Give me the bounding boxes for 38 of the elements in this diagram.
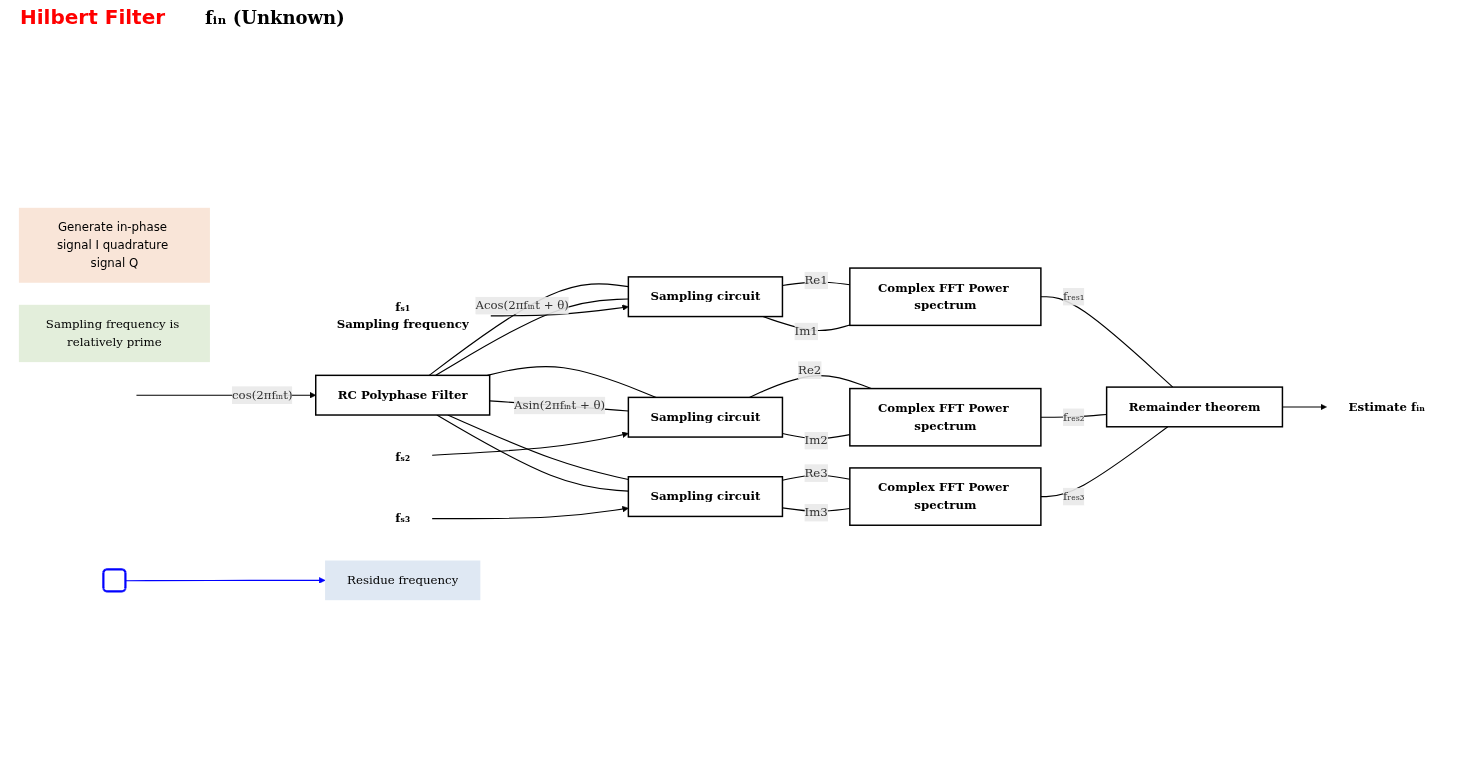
- connector: [1040, 296, 1174, 388]
- edge-label: Re2: [798, 362, 822, 377]
- node-box: Sampling circuit: [627, 276, 784, 318]
- node-box: Sampling circuit: [627, 476, 784, 518]
- edge-label: Im3: [804, 505, 828, 520]
- node-box: Sampling circuit: [627, 396, 784, 438]
- connector: [748, 375, 872, 398]
- node-box: Residue frequency: [325, 560, 481, 601]
- edge-label: cos(2πfᵢₙt): [231, 387, 293, 402]
- filter-title: Hilbert Filter: [20, 5, 166, 29]
- edge-label: Asin(2πfᵢₙt + θ): [513, 398, 606, 413]
- edge-label: Re1: [804, 273, 828, 288]
- edge-label: fᵣₑₛ₁: [1062, 289, 1085, 304]
- arrow: [125, 577, 326, 584]
- edge-label: fᵣₑₛ₂: [1062, 409, 1085, 424]
- note-text: fᵢₙ (Unknown): [205, 6, 345, 28]
- node-box: RC Polyphase Filter: [315, 374, 491, 416]
- arrow: [431, 505, 629, 520]
- edge-label: Acos(2πfᵢₙt + θ): [475, 298, 569, 313]
- connector: [486, 366, 657, 398]
- node-label: Sampling frequency: [336, 317, 469, 332]
- node-box: Complex FFT Power spectrum: [849, 267, 1042, 327]
- node-box: Complex FFT Power spectrum: [849, 467, 1042, 526]
- node-box: Complex FFT Power spectrum: [849, 387, 1042, 447]
- edge-label: Im1: [794, 324, 818, 339]
- node-box: Remainder theorem: [1105, 386, 1284, 428]
- edge-label: fᵣₑₛ₃: [1062, 489, 1085, 504]
- edge-label: Im2: [804, 433, 828, 448]
- node-text: fₛ₂: [395, 449, 411, 464]
- node-box: Generate in-phase signal I quadrature signal Q: [18, 207, 210, 283]
- connector: [1040, 426, 1169, 498]
- node-text: Estimate fᵢₙ: [1348, 399, 1426, 414]
- node-box: Sampling frequency is relatively prime: [18, 304, 210, 363]
- connector: [436, 414, 629, 492]
- edge-label: Re3: [804, 465, 828, 480]
- node-text: fₛ₁: [395, 299, 411, 314]
- arrow: [431, 431, 629, 456]
- node-text: fₛ₃: [395, 511, 411, 526]
